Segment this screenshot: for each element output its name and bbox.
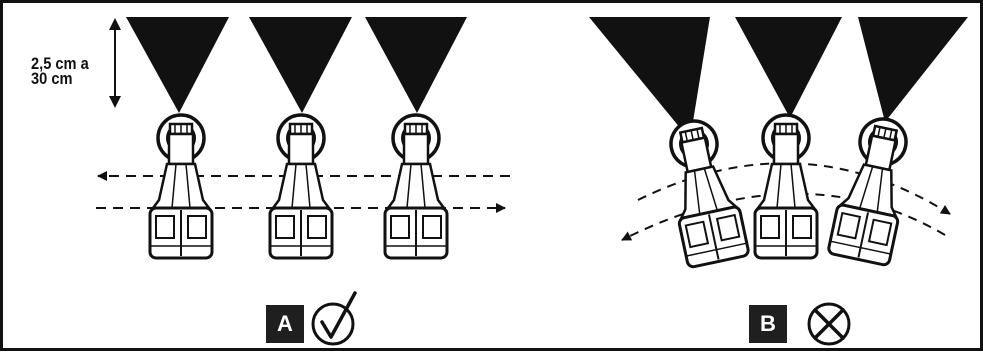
panel-a [96,17,510,346]
spray-cone [735,17,842,118]
spray-gun [753,113,819,260]
check-icon [311,291,357,346]
spray-gun [657,113,752,270]
spray-cone [365,17,467,113]
spray-cone [126,17,229,113]
spray-gun [268,113,334,260]
spray-cone [589,17,710,140]
spray-cone [858,17,968,122]
cross-icon [807,302,851,346]
distance-label-line1: 2,5 cm a [31,54,89,73]
spray-cone [249,17,352,113]
badge-b: B [749,305,787,343]
badge-a: A [266,305,304,343]
spray-gun [383,113,449,260]
distance-label-line2: 30 cm [31,69,73,88]
distance-label: 2,5 cm a 30 cm [31,54,89,88]
panel-b [589,17,968,346]
height-arrow [109,18,121,108]
spray-gun [148,113,214,260]
